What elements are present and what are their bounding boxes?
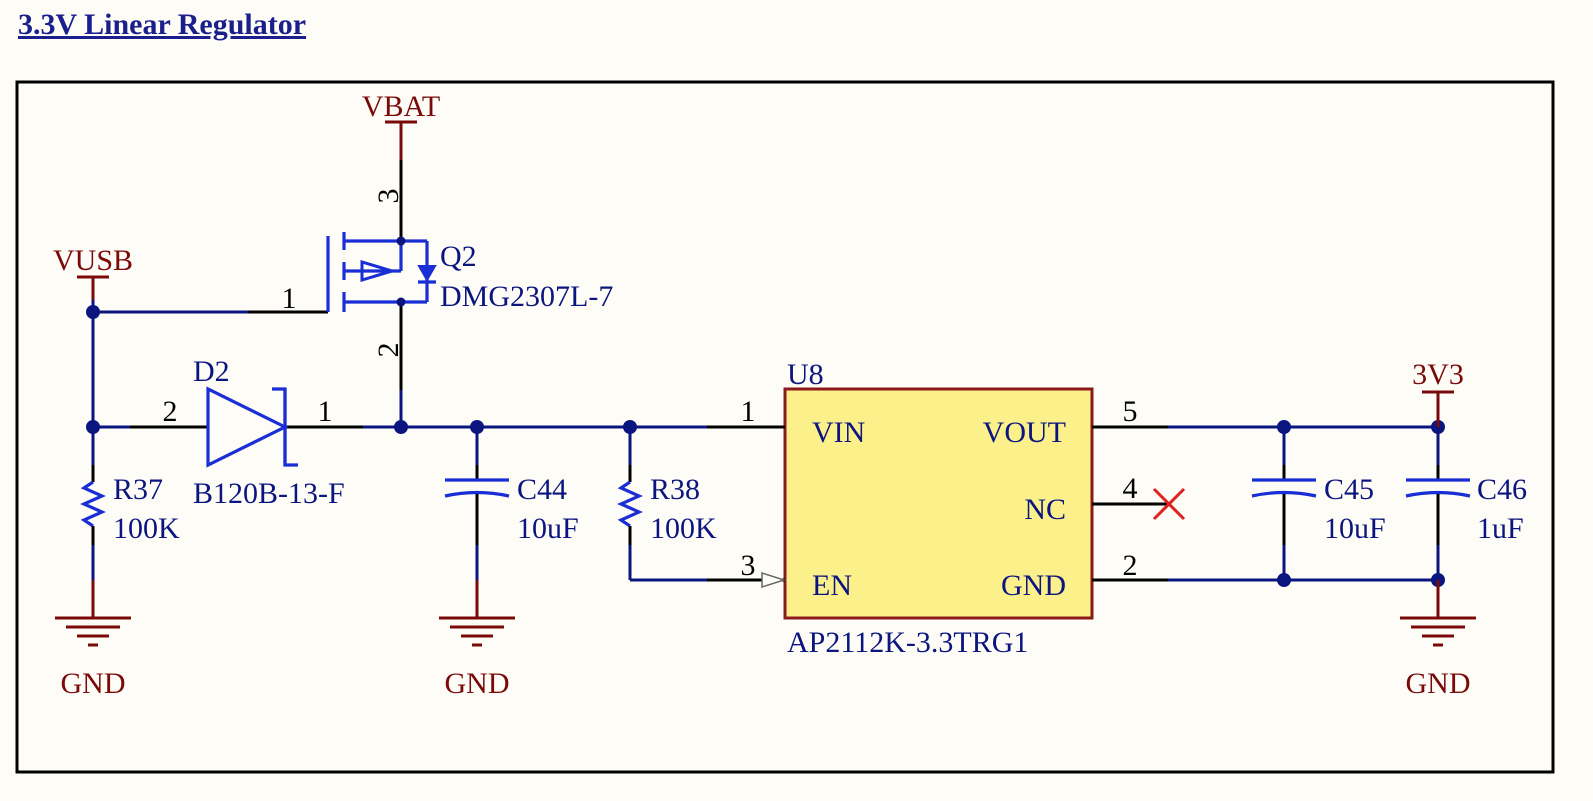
c46-capacitor[interactable]: C46 1uF xyxy=(1405,465,1527,545)
vusb-port[interactable]: VUSB xyxy=(53,244,133,300)
vusb-label: VUSB xyxy=(53,244,133,277)
u8-regulator[interactable]: 1 3 5 4 2 VIN EN VOUT NC GND U8 AP2112K-… xyxy=(707,358,1168,659)
q2-ref: Q2 xyxy=(440,240,477,273)
d2-value: B120B-13-F xyxy=(193,477,345,510)
u8-ref: U8 xyxy=(787,358,824,391)
u8-pin5-number: 5 xyxy=(1123,395,1138,428)
d2-pin1-number: 1 xyxy=(318,395,333,428)
c46-ref: C46 xyxy=(1477,473,1527,506)
wires xyxy=(91,300,1440,582)
u8-pin-en: EN xyxy=(812,569,852,602)
r38-value: 100K xyxy=(650,512,717,545)
r37-ref: R37 xyxy=(113,473,163,506)
u8-pin-nc: NC xyxy=(1024,493,1066,526)
u8-pin3-number: 3 xyxy=(741,549,756,582)
r38-ref: R38 xyxy=(650,473,700,506)
c45-value: 10uF xyxy=(1324,512,1386,545)
gnd-symbol-2[interactable]: GND xyxy=(439,580,515,700)
gnd-symbol-1[interactable]: GND xyxy=(55,580,131,700)
q2-pin1-number: 1 xyxy=(282,282,297,315)
sheet-title: 3.3V Linear Regulator xyxy=(18,8,307,41)
no-connect-marker xyxy=(1152,487,1186,521)
vbat-label: VBAT xyxy=(362,90,440,123)
c45-ref: C45 xyxy=(1324,473,1374,506)
c44-ref: C44 xyxy=(517,473,567,506)
c44-value: 10uF xyxy=(517,512,579,545)
gnd-label-3: GND xyxy=(1406,667,1471,700)
r37-value: 100K xyxy=(113,512,180,545)
junctions xyxy=(86,305,1445,587)
q2-pin2-number: 2 xyxy=(372,343,405,358)
u8-value: AP2112K-3.3TRG1 xyxy=(787,626,1028,659)
u8-pin-vin: VIN xyxy=(812,416,865,449)
gnd-label-1: GND xyxy=(61,667,126,700)
v3v3-label: 3V3 xyxy=(1412,358,1464,391)
d2-pin2-number: 2 xyxy=(163,395,178,428)
sheet-border xyxy=(15,80,1555,774)
r37-resistor[interactable]: R37 100K xyxy=(80,465,180,545)
q2-mosfet[interactable]: 3 2 1 Q2 DMG2307L-7 xyxy=(248,160,613,390)
c45-capacitor[interactable]: C45 10uF xyxy=(1251,465,1386,545)
u8-pin-gnd: GND xyxy=(1001,569,1066,602)
gnd-label-2: GND xyxy=(445,667,510,700)
vbat-port[interactable]: VBAT xyxy=(362,90,440,160)
gnd-symbol-3[interactable]: GND xyxy=(1400,580,1476,700)
d2-ref: D2 xyxy=(193,355,230,388)
u8-pin2-number: 2 xyxy=(1123,549,1138,582)
d2-diode[interactable]: 2 1 D2 B120B-13-F xyxy=(130,355,363,510)
c46-value: 1uF xyxy=(1477,512,1524,545)
v3v3-port[interactable]: 3V3 xyxy=(1412,358,1464,427)
c44-capacitor[interactable]: C44 10uF xyxy=(444,465,579,545)
u8-pin4-number: 4 xyxy=(1123,472,1138,505)
r38-resistor[interactable]: R38 100K xyxy=(617,465,717,545)
u8-pin1-number: 1 xyxy=(741,395,756,428)
q2-value: DMG2307L-7 xyxy=(440,280,613,313)
u8-pin-vout: VOUT xyxy=(983,416,1066,449)
q2-pin3-number: 3 xyxy=(372,189,405,204)
